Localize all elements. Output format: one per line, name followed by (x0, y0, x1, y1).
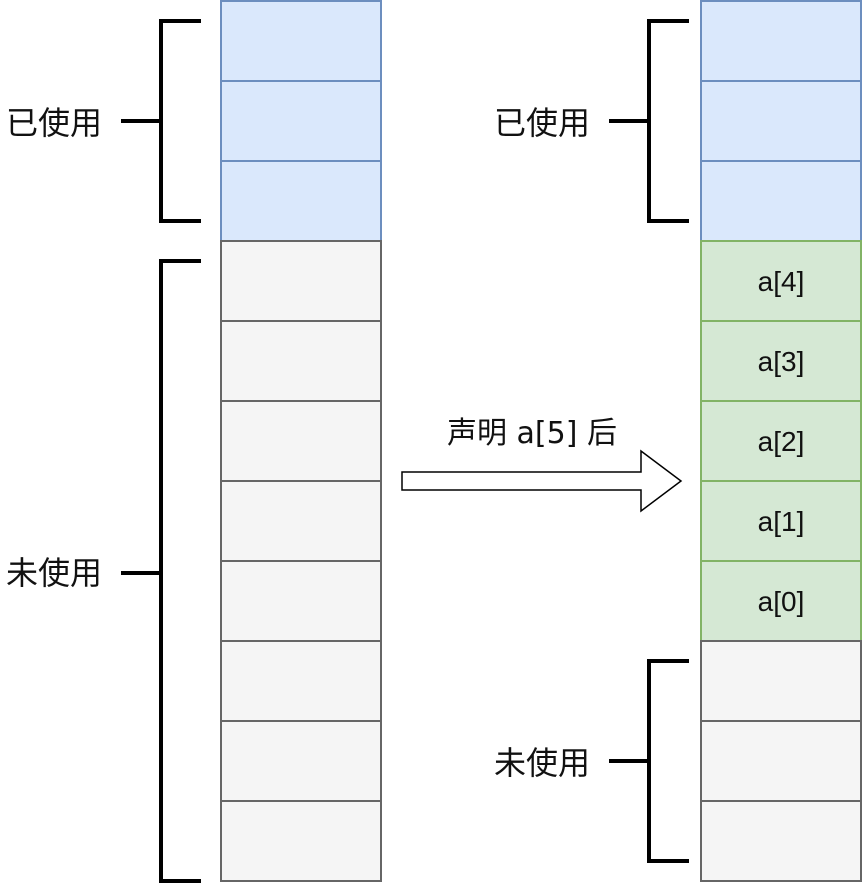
left-unused-cell (220, 320, 382, 402)
left-stack: 已使用 未使用 (6, 0, 382, 883)
left-used-cell (220, 80, 382, 162)
left-unused-cell (220, 240, 382, 322)
array-cell-label: a[4] (758, 266, 805, 297)
right-used-label: 已使用 (494, 104, 590, 142)
array-cell-label: a[1] (758, 506, 805, 537)
array-cell (700, 240, 862, 322)
transition-arrow: 声明 a[5] 后 (401, 416, 683, 513)
left-unused-cell (220, 560, 382, 642)
left-used-label: 已使用 (6, 104, 102, 142)
left-unused-bracket (121, 259, 201, 883)
right-stack: a[4] a[3] a[2] a[1] a[0] 已使用 未使用 (494, 0, 862, 882)
left-unused-cell (220, 400, 382, 482)
array-cell (700, 400, 862, 482)
left-unused-cell (220, 720, 382, 802)
right-used-cell (700, 160, 862, 242)
right-unused-cell (700, 640, 862, 722)
arrow-icon (401, 449, 683, 513)
array-cell (700, 560, 862, 642)
right-unused-cell (700, 720, 862, 802)
left-used-cell (220, 0, 382, 82)
left-unused-cell (220, 640, 382, 722)
left-unused-cell (220, 480, 382, 562)
right-used-cell (700, 80, 862, 162)
right-unused-label: 未使用 (494, 744, 590, 782)
array-cell-label: a[3] (758, 346, 805, 377)
left-unused-label: 未使用 (6, 554, 102, 592)
arrow-label: 声明 a[5] 后 (447, 416, 617, 451)
left-used-cell (220, 160, 382, 242)
right-used-bracket (609, 19, 689, 223)
left-used-bracket (121, 19, 201, 223)
right-unused-bracket (609, 659, 689, 863)
array-cell-label: a[0] (758, 586, 805, 617)
right-unused-cell (700, 800, 862, 882)
left-unused-cell (220, 800, 382, 882)
array-cell-label: a[2] (758, 426, 805, 457)
right-used-cell (700, 0, 862, 82)
